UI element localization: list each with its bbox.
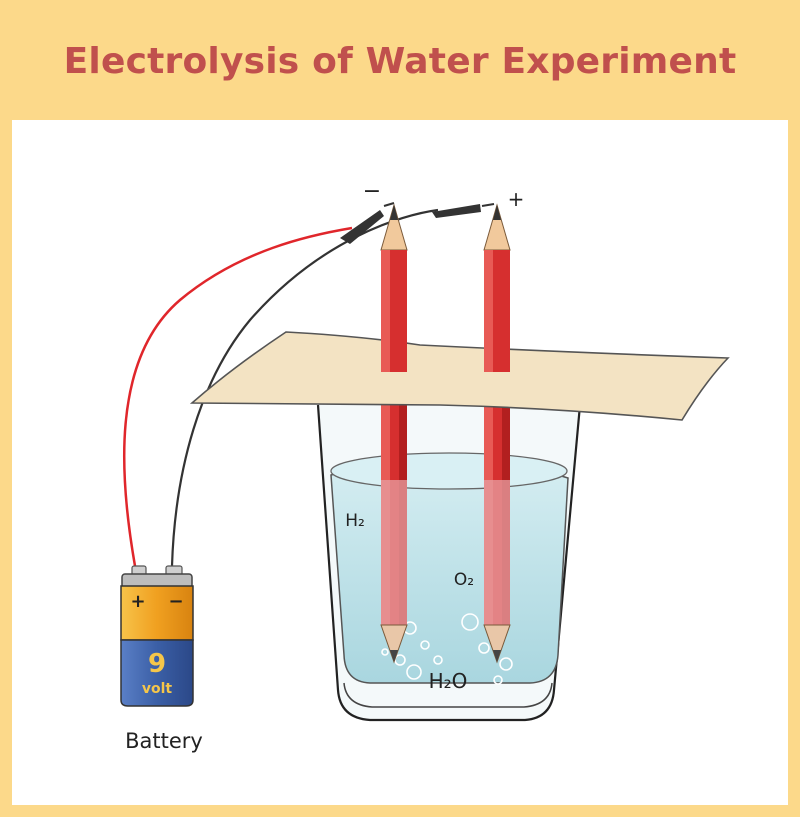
- battery-unit: volt: [142, 681, 173, 697]
- pencil-cathode-highlight: [381, 250, 390, 372]
- water-label: H₂O: [429, 669, 468, 693]
- clip-cathode: [340, 202, 395, 244]
- oxygen-label: O₂: [454, 570, 474, 590]
- battery-minus-label: −: [168, 591, 183, 612]
- red-wire: [122, 226, 353, 567]
- battery: + − 9 volt: [120, 565, 194, 707]
- battery-voltage: 9: [148, 649, 166, 679]
- minus-terminal-label: −: [363, 179, 381, 204]
- paper-sheet: [189, 331, 730, 421]
- hydrogen-label: H₂: [345, 511, 365, 531]
- header-banner: Electrolysis of Water Experiment: [0, 0, 800, 118]
- pencil-anode-highlight: [484, 250, 493, 372]
- battery-caption: Battery: [125, 729, 203, 753]
- plus-terminal-label: +: [508, 187, 525, 211]
- water: [330, 457, 569, 684]
- battery-plus-label: +: [130, 591, 145, 612]
- clip-anode: [432, 203, 495, 218]
- page-title: Electrolysis of Water Experiment: [63, 40, 737, 82]
